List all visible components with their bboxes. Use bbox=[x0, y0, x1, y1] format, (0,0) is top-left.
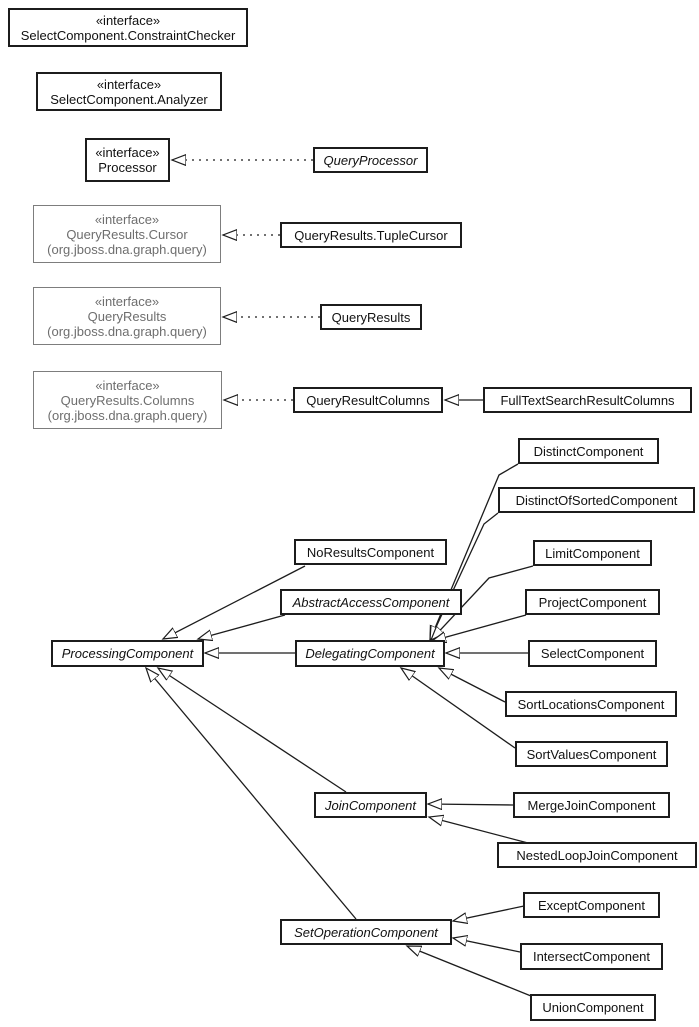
edge-limit-extends-delegating bbox=[431, 565, 534, 640]
class-name: DistinctComponent bbox=[533, 443, 644, 459]
class-box-queryresults[interactable]: QueryResults bbox=[320, 304, 422, 330]
class-box-projectcomponent[interactable]: ProjectComponent bbox=[525, 589, 660, 615]
class-box-queryresults-interface[interactable]: «interface» QueryResults (org.jboss.dna.… bbox=[33, 287, 221, 345]
stereotype-label: «interface» bbox=[96, 76, 162, 92]
class-box-distinctofsortedcomponent[interactable]: DistinctOfSortedComponent bbox=[498, 487, 695, 513]
class-box-queryresultcolumns[interactable]: QueryResultColumns bbox=[293, 387, 443, 413]
class-name: SelectComponent.Analyzer bbox=[50, 91, 208, 107]
class-name: NoResultsComponent bbox=[306, 544, 435, 560]
package-label: (org.jboss.dna.graph.query) bbox=[47, 323, 207, 339]
package-label: (org.jboss.dna.graph.query) bbox=[47, 241, 207, 257]
class-name: SortLocationsComponent bbox=[517, 696, 665, 712]
class-name: SetOperationComponent bbox=[294, 924, 438, 940]
edge-abstractaccess-extends-processing bbox=[198, 614, 286, 639]
class-name: SortValuesComponent bbox=[526, 746, 657, 762]
class-name: LimitComponent bbox=[545, 545, 640, 561]
class-box-mergejoincomponent[interactable]: MergeJoinComponent bbox=[513, 792, 670, 818]
class-box-queryresults-tuplecursor[interactable]: QueryResults.TupleCursor bbox=[280, 222, 462, 248]
class-name: QueryResults.Cursor bbox=[66, 226, 188, 242]
class-box-nestedloopjoincomponent[interactable]: NestedLoopJoinComponent bbox=[497, 842, 697, 868]
class-name: SelectComponent bbox=[540, 646, 645, 661]
class-box-abstractaccesscomponent[interactable]: AbstractAccessComponent bbox=[280, 589, 462, 615]
edge-sortlocations-extends-delegating bbox=[439, 668, 506, 703]
edge-mergejoin-extends-join bbox=[428, 804, 514, 805]
edge-distinctofsorted-extends-delegating bbox=[430, 512, 499, 640]
class-name: DelegatingComponent bbox=[305, 646, 435, 661]
class-box-sortlocationscomponent[interactable]: SortLocationsComponent bbox=[505, 691, 677, 717]
stereotype-label: «interface» bbox=[94, 293, 160, 309]
class-name: QueryProcessor bbox=[323, 152, 418, 168]
class-name: IntersectComponent bbox=[532, 949, 651, 964]
edge-join-extends-processing bbox=[158, 668, 347, 793]
class-box-distinctcomponent[interactable]: DistinctComponent bbox=[518, 438, 659, 464]
class-name: QueryResults.TupleCursor bbox=[294, 227, 448, 243]
edge-sortvalues-extends-delegating bbox=[401, 668, 516, 749]
class-box-unioncomponent[interactable]: UnionComponent bbox=[530, 994, 656, 1021]
class-name: SelectComponent.ConstraintChecker bbox=[20, 27, 236, 43]
class-box-fulltextsearchresultcolumns[interactable]: FullTextSearchResultColumns bbox=[483, 387, 692, 413]
class-box-processor[interactable]: «interface» Processor bbox=[85, 138, 170, 182]
stereotype-label: «interface» bbox=[95, 12, 161, 28]
class-box-selectcomponent-constraintchecker[interactable]: «interface» SelectComponent.ConstraintCh… bbox=[8, 8, 248, 47]
stereotype-label: «interface» bbox=[94, 211, 160, 227]
class-box-delegatingcomponent[interactable]: DelegatingComponent bbox=[295, 640, 445, 667]
edge-project-extends-delegating bbox=[432, 614, 527, 641]
class-name: DistinctOfSortedComponent bbox=[515, 492, 678, 508]
class-box-noresultscomponent[interactable]: NoResultsComponent bbox=[294, 539, 447, 565]
edge-except-extends-setoperation bbox=[453, 905, 525, 921]
class-box-queryresults-columns[interactable]: «interface» QueryResults.Columns (org.jb… bbox=[33, 371, 222, 429]
class-name: QueryResults bbox=[331, 309, 411, 325]
class-box-queryresults-cursor[interactable]: «interface» QueryResults.Cursor (org.jbo… bbox=[33, 205, 221, 263]
class-box-processingcomponent[interactable]: ProcessingComponent bbox=[51, 640, 204, 667]
class-name: MergeJoinComponent bbox=[527, 797, 656, 813]
edge-distinct-extends-delegating bbox=[430, 463, 519, 640]
class-name: JoinComponent bbox=[324, 797, 417, 813]
class-box-exceptcomponent[interactable]: ExceptComponent bbox=[523, 892, 660, 918]
package-label: (org.jboss.dna.graph.query) bbox=[47, 407, 208, 423]
class-box-selectcomponent-analyzer[interactable]: «interface» SelectComponent.Analyzer bbox=[36, 72, 222, 111]
class-name: ProcessingComponent bbox=[61, 646, 194, 661]
class-name: QueryResultColumns bbox=[306, 392, 430, 408]
stereotype-label: «interface» bbox=[95, 377, 160, 393]
class-box-intersectcomponent[interactable]: IntersectComponent bbox=[520, 943, 663, 970]
class-name: QueryResults bbox=[87, 308, 167, 324]
edge-union-extends-setoperation bbox=[407, 946, 532, 997]
edge-noresults-extends-processing bbox=[163, 565, 306, 639]
class-name: Processor bbox=[98, 160, 157, 175]
edge-intersect-extends-setoperation bbox=[453, 938, 521, 953]
class-name: NestedLoopJoinComponent bbox=[516, 847, 678, 863]
class-box-selectcomponent[interactable]: SelectComponent bbox=[528, 640, 657, 667]
class-name: ProjectComponent bbox=[538, 594, 647, 610]
class-name: ExceptComponent bbox=[538, 897, 645, 913]
class-box-limitcomponent[interactable]: LimitComponent bbox=[533, 540, 652, 566]
edge-nestedloopjoin-extends-join bbox=[429, 817, 529, 844]
class-box-joincomponent[interactable]: JoinComponent bbox=[314, 792, 427, 818]
class-name: FullTextSearchResultColumns bbox=[500, 392, 675, 408]
class-box-sortvaluescomponent[interactable]: SortValuesComponent bbox=[515, 741, 668, 767]
class-name: AbstractAccessComponent bbox=[292, 594, 450, 610]
class-name: QueryResults.Columns bbox=[60, 392, 195, 408]
class-name: UnionComponent bbox=[542, 1000, 644, 1015]
class-box-setoperationcomponent[interactable]: SetOperationComponent bbox=[280, 919, 452, 945]
class-box-queryprocessor[interactable]: QueryProcessor bbox=[313, 147, 428, 173]
stereotype-label: «interface» bbox=[95, 145, 160, 160]
edge-setoperation-extends-processing bbox=[146, 668, 357, 920]
